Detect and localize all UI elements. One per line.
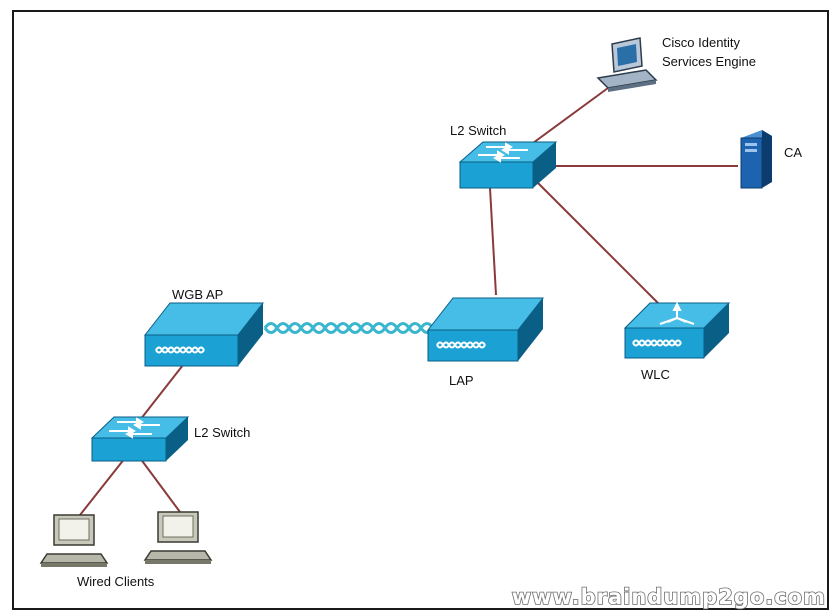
links [79,87,738,516]
wlc-label: WLC [641,367,670,382]
access-switch-label: L2 Switch [194,425,250,440]
wlc-icon [623,301,731,359]
ise-label-line1: Cisco Identity [662,35,741,50]
ca-label: CA [784,145,802,160]
access-switch-icon [90,416,190,462]
watermark: www.braindump2go.com [512,585,826,609]
ise-label-line2: Services Engine [662,54,756,69]
wired-client-1-icon [39,514,109,567]
link-wgb-switch [139,364,184,421]
wired-client-2-icon [143,511,213,564]
wgb-ap-label: WGB AP [172,287,223,302]
wgb-ap-icon [143,302,265,367]
lap-label: LAP [449,373,474,388]
link-switch-client1 [79,457,126,516]
wired-clients-label: Wired Clients [77,574,155,589]
wireless-link [263,322,435,334]
link-switch-client2 [139,457,181,513]
core-switch-icon [458,141,558,189]
workstation-icon [596,37,658,92]
link-switch-ise [532,87,609,144]
lap-icon [426,297,545,362]
link-switch-lap [489,187,497,296]
server-icon [740,130,772,189]
core-switch-label: L2 Switch [450,123,506,138]
link-switch-wlc [534,179,661,306]
